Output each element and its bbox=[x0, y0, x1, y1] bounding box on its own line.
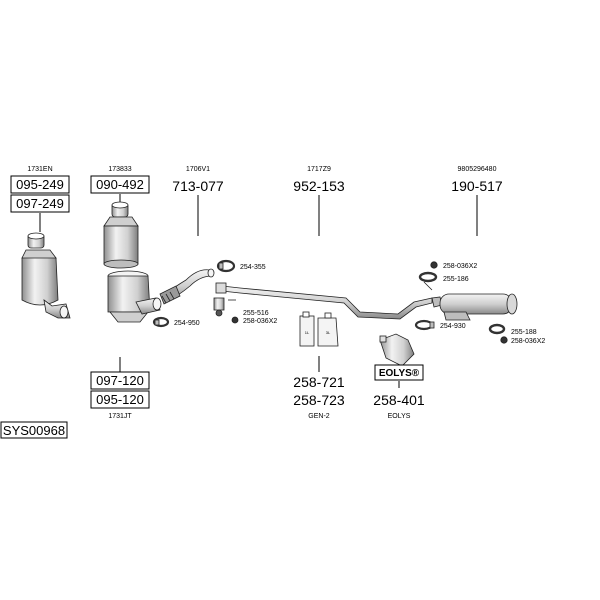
callout-258-036x2-rear-top: 258-036X2 bbox=[443, 263, 477, 270]
ref-1717z9: 1717Z9 bbox=[307, 166, 331, 173]
part-number-258-723[interactable]: 258-723 bbox=[293, 392, 345, 408]
callout-254-930: 254-930 bbox=[440, 323, 466, 330]
part-number-097-249[interactable]: 097-249 bbox=[16, 196, 64, 211]
ref-1731jt: 1731JT bbox=[108, 413, 132, 420]
catalytic-converter-1-icon bbox=[21, 232, 71, 319]
part-number-095-120[interactable]: 095-120 bbox=[96, 392, 144, 407]
part-number-190-517[interactable]: 190-517 bbox=[451, 178, 503, 194]
eolys-tank-icon bbox=[379, 333, 415, 367]
mounting-rubber-255-186-icon bbox=[418, 271, 438, 291]
part-box-097-120[interactable] bbox=[90, 371, 150, 390]
mounting-rubber-255-516-icon bbox=[213, 297, 236, 317]
ref-eolys: EOLYS bbox=[388, 413, 411, 420]
callout-255-188: 255-188 bbox=[511, 329, 537, 336]
particulate-filter-upper-icon bbox=[103, 201, 139, 269]
mounting-rubber-255-188-icon bbox=[488, 323, 506, 335]
ref-gen-2: GEN-2 bbox=[308, 413, 330, 420]
clamp-254-930-icon bbox=[414, 319, 435, 331]
nut-258-036x2-rear-bottom-icon bbox=[500, 336, 508, 344]
clamp-254-950-icon bbox=[152, 316, 170, 328]
part-box-097-249[interactable] bbox=[10, 194, 70, 213]
eolys-logo: EOLYS® bbox=[379, 368, 420, 379]
part-box-095-249[interactable] bbox=[10, 175, 70, 194]
part-number-097-120[interactable]: 097-120 bbox=[96, 373, 144, 388]
callout-254-950: 254-950 bbox=[174, 320, 200, 327]
ref-1706v1: 1706V1 bbox=[186, 166, 210, 173]
system-id-box bbox=[0, 421, 68, 439]
intermediate-pipe-icon bbox=[215, 282, 433, 320]
particulate-filter-lower-icon bbox=[107, 270, 162, 323]
callout-255-186: 255-186 bbox=[443, 276, 469, 283]
callout-255-516: 255-516 bbox=[243, 310, 269, 317]
part-number-258-401[interactable]: 258-401 bbox=[373, 392, 425, 408]
callout-258-036x2-front: 258-036X2 bbox=[243, 318, 277, 325]
part-box-095-120[interactable] bbox=[90, 390, 150, 409]
part-box-090-492[interactable] bbox=[90, 175, 150, 194]
clamp-254-355-icon bbox=[216, 259, 236, 273]
callout-254-355: 254-355 bbox=[240, 264, 266, 271]
rear-silencer-icon bbox=[431, 293, 518, 321]
flexible-front-pipe-icon bbox=[159, 268, 215, 305]
eolys-logo-box bbox=[374, 364, 424, 381]
ref-1731en: 1731EN bbox=[27, 166, 52, 173]
fluid-bottles-icon: 1L 3L bbox=[299, 311, 339, 347]
bottle-label-1l: 1L bbox=[305, 330, 310, 335]
ref-9805296480: 9805296480 bbox=[458, 166, 497, 173]
part-number-713-077[interactable]: 713-077 bbox=[172, 178, 224, 194]
callout-258-036x2-rear-bottom: 258-036X2 bbox=[511, 338, 545, 345]
part-number-090-492[interactable]: 090-492 bbox=[96, 177, 144, 192]
nut-258-036x2-rear-top-icon bbox=[430, 261, 438, 269]
nut-258-036x2-front-icon bbox=[231, 316, 239, 324]
bottle-label-3l: 3L bbox=[326, 330, 331, 335]
part-number-952-153[interactable]: 952-153 bbox=[293, 178, 345, 194]
part-number-258-721[interactable]: 258-721 bbox=[293, 374, 345, 390]
ref-173833: 173833 bbox=[108, 166, 131, 173]
part-number-095-249[interactable]: 095-249 bbox=[16, 177, 64, 192]
system-id: SYS00968 bbox=[3, 423, 65, 438]
